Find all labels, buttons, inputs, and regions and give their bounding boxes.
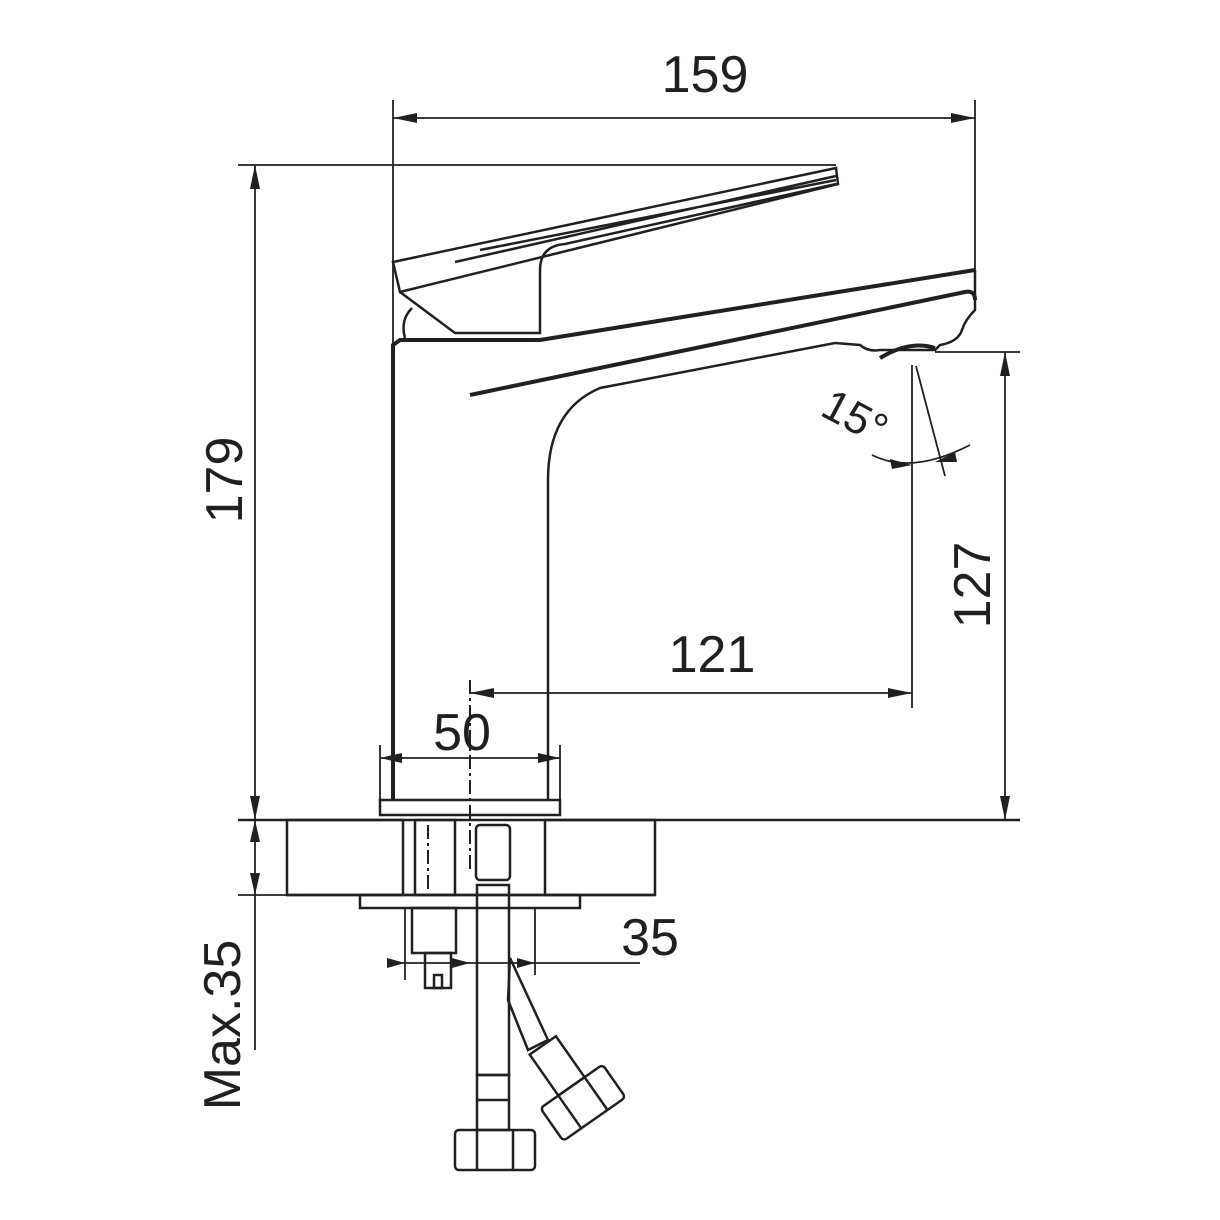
height-label: 179	[196, 437, 254, 524]
base-label: 50	[433, 704, 491, 762]
stud-spacing-label: 35	[621, 909, 679, 967]
fixing-stud	[410, 818, 458, 990]
dimension-base: 50	[379, 704, 561, 800]
angled-hose-fitting	[527, 1034, 626, 1141]
aerator	[878, 343, 936, 360]
supply-hoses	[453, 823, 626, 1172]
dimension-width: 159	[392, 46, 976, 345]
hose-nut	[453, 1128, 537, 1172]
counter-thickness-label: Max.35	[194, 940, 252, 1111]
mounting-plate	[358, 893, 582, 910]
spout-reach-label: 121	[669, 626, 756, 684]
dimension-spout-reach: 121	[470, 365, 913, 708]
spout	[834, 270, 977, 352]
spout-angle-label: 15°	[814, 380, 896, 455]
dimension-height: 179	[196, 164, 836, 820]
dimension-spout-height: 127	[935, 351, 1020, 820]
countertop-section	[238, 818, 1020, 910]
lever-handle	[391, 166, 840, 294]
dimension-stud-spacing: 35	[387, 908, 679, 980]
braided-hose	[475, 883, 511, 1077]
dimension-spout-angle: 15°	[814, 365, 971, 477]
dimension-counter-thickness: Max.35	[194, 820, 300, 1110]
width-label: 159	[662, 46, 749, 104]
spout-height-label: 127	[944, 542, 1002, 629]
